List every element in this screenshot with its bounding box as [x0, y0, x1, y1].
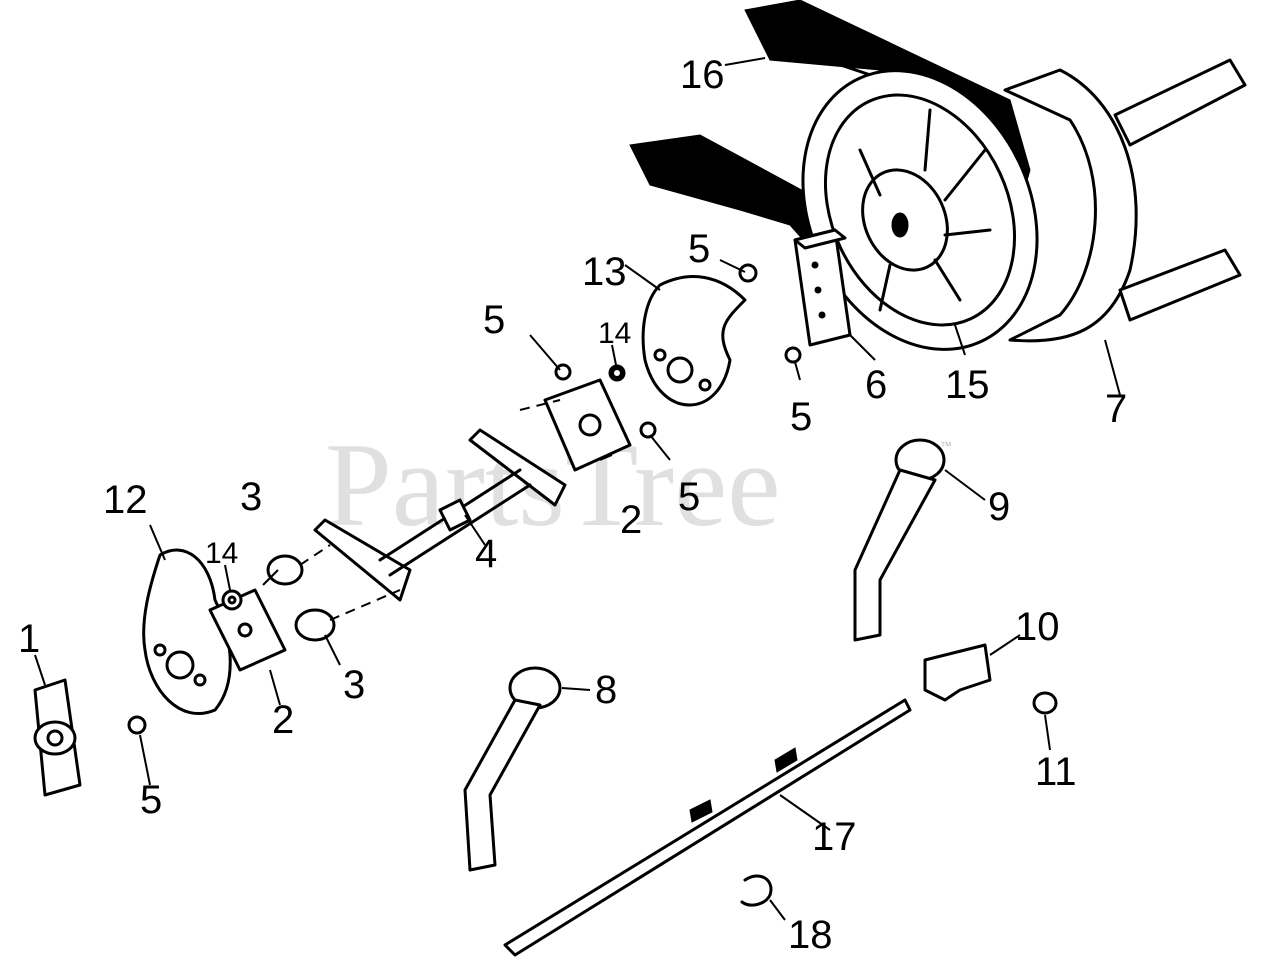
callout-5a: 5: [688, 227, 710, 271]
pulley-part-15[interactable]: [759, 32, 1081, 388]
idler-bracket-part-7[interactable]: [1003, 58, 1247, 343]
callout-3a: 3: [240, 475, 262, 519]
callout-4: 4: [475, 532, 497, 576]
hub-part-12[interactable]: [142, 548, 232, 716]
plate-part-2-upper[interactable]: [543, 378, 632, 472]
callout-5b: 5: [483, 298, 505, 342]
callout-1: 1: [18, 617, 40, 661]
bushing-part-3-upper[interactable]: [266, 554, 304, 586]
callout-7: 7: [1105, 387, 1127, 431]
washer-part-14-b[interactable]: [221, 589, 243, 611]
nut-part-11[interactable]: [1032, 691, 1058, 715]
callout-10: 10: [1015, 605, 1060, 649]
lever-arm-part-8[interactable]: [463, 666, 562, 872]
callout-5c: 5: [678, 475, 700, 519]
callout-13: 13: [582, 250, 627, 294]
nut-part-5-c[interactable]: [639, 421, 657, 439]
callout-14a: 14: [598, 317, 631, 350]
nut-part-5-a[interactable]: [738, 263, 758, 283]
callout-3b: 3: [343, 663, 365, 707]
callout-9: 9: [988, 485, 1010, 529]
callout-11: 11: [1035, 750, 1077, 794]
bracket-part-10[interactable]: [923, 643, 992, 702]
bushing-part-3-lower[interactable]: [294, 608, 336, 642]
washer-part-14-a[interactable]: [608, 364, 626, 382]
callout-6: 6: [865, 363, 887, 407]
spacer-block-part-6[interactable]: [793, 228, 852, 347]
callout-16: 16: [680, 53, 725, 97]
callout-17: 17: [812, 815, 857, 859]
svg-text:™: ™: [940, 439, 952, 453]
callout-15: 15: [945, 363, 990, 407]
shaft-part-4[interactable]: [313, 428, 567, 602]
clip-part-18[interactable]: [740, 874, 773, 907]
callout-2a: 2: [620, 498, 642, 542]
leader-lines: [34, 57, 1121, 921]
callout-18: 18: [788, 913, 833, 957]
callout-14b: 14: [205, 537, 238, 570]
callout-2b: 2: [272, 698, 294, 742]
callout-5e: 5: [140, 778, 162, 822]
rod-part-17[interactable]: [503, 698, 912, 957]
hub-part-13[interactable]: [641, 275, 747, 407]
callout-8: 8: [595, 668, 617, 712]
nut-part-5-d[interactable]: [784, 346, 802, 364]
flange-bearing-part-1[interactable]: [33, 678, 82, 797]
nut-part-5-e[interactable]: [127, 715, 147, 735]
lever-arm-part-9[interactable]: [853, 438, 946, 642]
callout-5d: 5: [790, 395, 812, 439]
callout-12: 12: [103, 478, 148, 522]
callout-labels: 16 13 5 5 14 2 5 5 6 15 7 9 4 3 3 12 14 …: [18, 53, 1127, 957]
